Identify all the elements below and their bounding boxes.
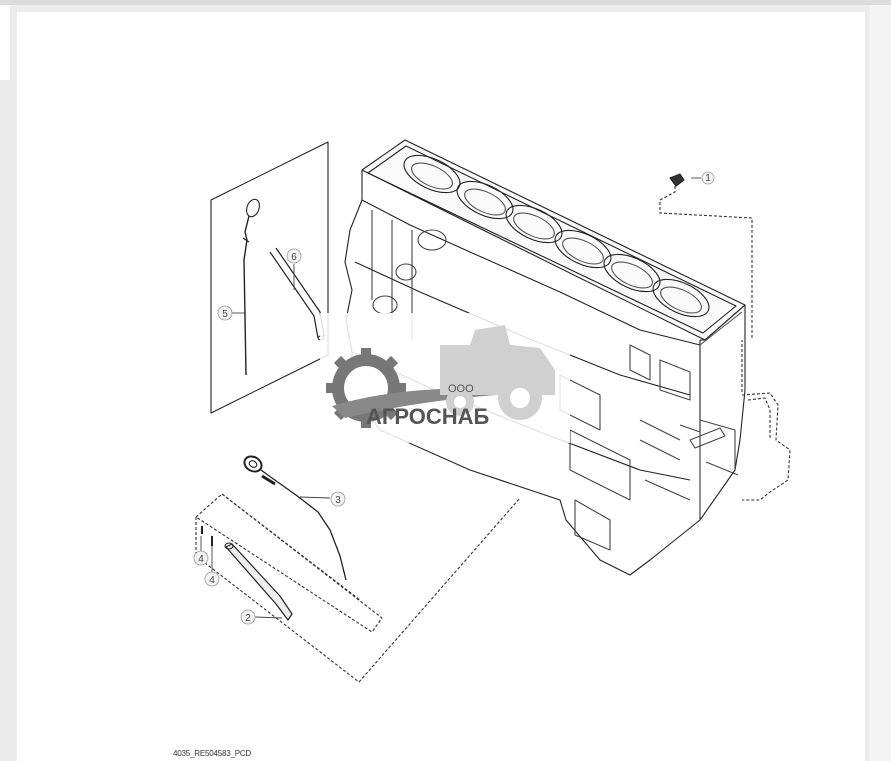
callout-6[interactable]: 6 <box>286 248 302 264</box>
callout-3[interactable]: 3 <box>330 491 346 507</box>
svg-text:4: 4 <box>209 575 215 586</box>
drawing-caption: 4035_RE504583_PCD <box>173 749 251 758</box>
svg-text:5: 5 <box>222 309 228 320</box>
watermark-name: АГРОСНАБ <box>366 404 490 429</box>
watermark-prefix: ООО <box>448 383 474 395</box>
part-5-dipstick <box>242 198 260 376</box>
part-3-dipstick <box>243 455 347 581</box>
engine-block <box>344 139 791 576</box>
dipstick-group-panel <box>210 141 329 414</box>
callout-5[interactable]: 5 <box>217 305 233 321</box>
left-panel-edge <box>0 5 10 80</box>
svg-text:4: 4 <box>198 554 204 565</box>
lower-dipstick-assembly <box>195 455 521 683</box>
callout-4a[interactable]: 4 <box>193 550 209 566</box>
part-1-plug <box>659 173 753 340</box>
svg-text:2: 2 <box>245 613 251 624</box>
callout-4b[interactable]: 4 <box>204 571 220 587</box>
svg-text:3: 3 <box>335 495 341 506</box>
svg-text:1: 1 <box>705 173 711 184</box>
callout-2[interactable]: 2 <box>240 609 256 625</box>
callout-1[interactable]: 1 <box>701 171 715 185</box>
top-bar <box>0 0 891 5</box>
scroll-track[interactable] <box>870 5 891 761</box>
cylinder-bores <box>403 154 710 318</box>
svg-text:6: 6 <box>291 252 297 263</box>
part-2-tube <box>224 542 293 621</box>
watermark-logo: ООО АГРОСНАБ <box>320 313 570 443</box>
callouts: 5 6 3 2 4 4 1 <box>193 171 715 625</box>
